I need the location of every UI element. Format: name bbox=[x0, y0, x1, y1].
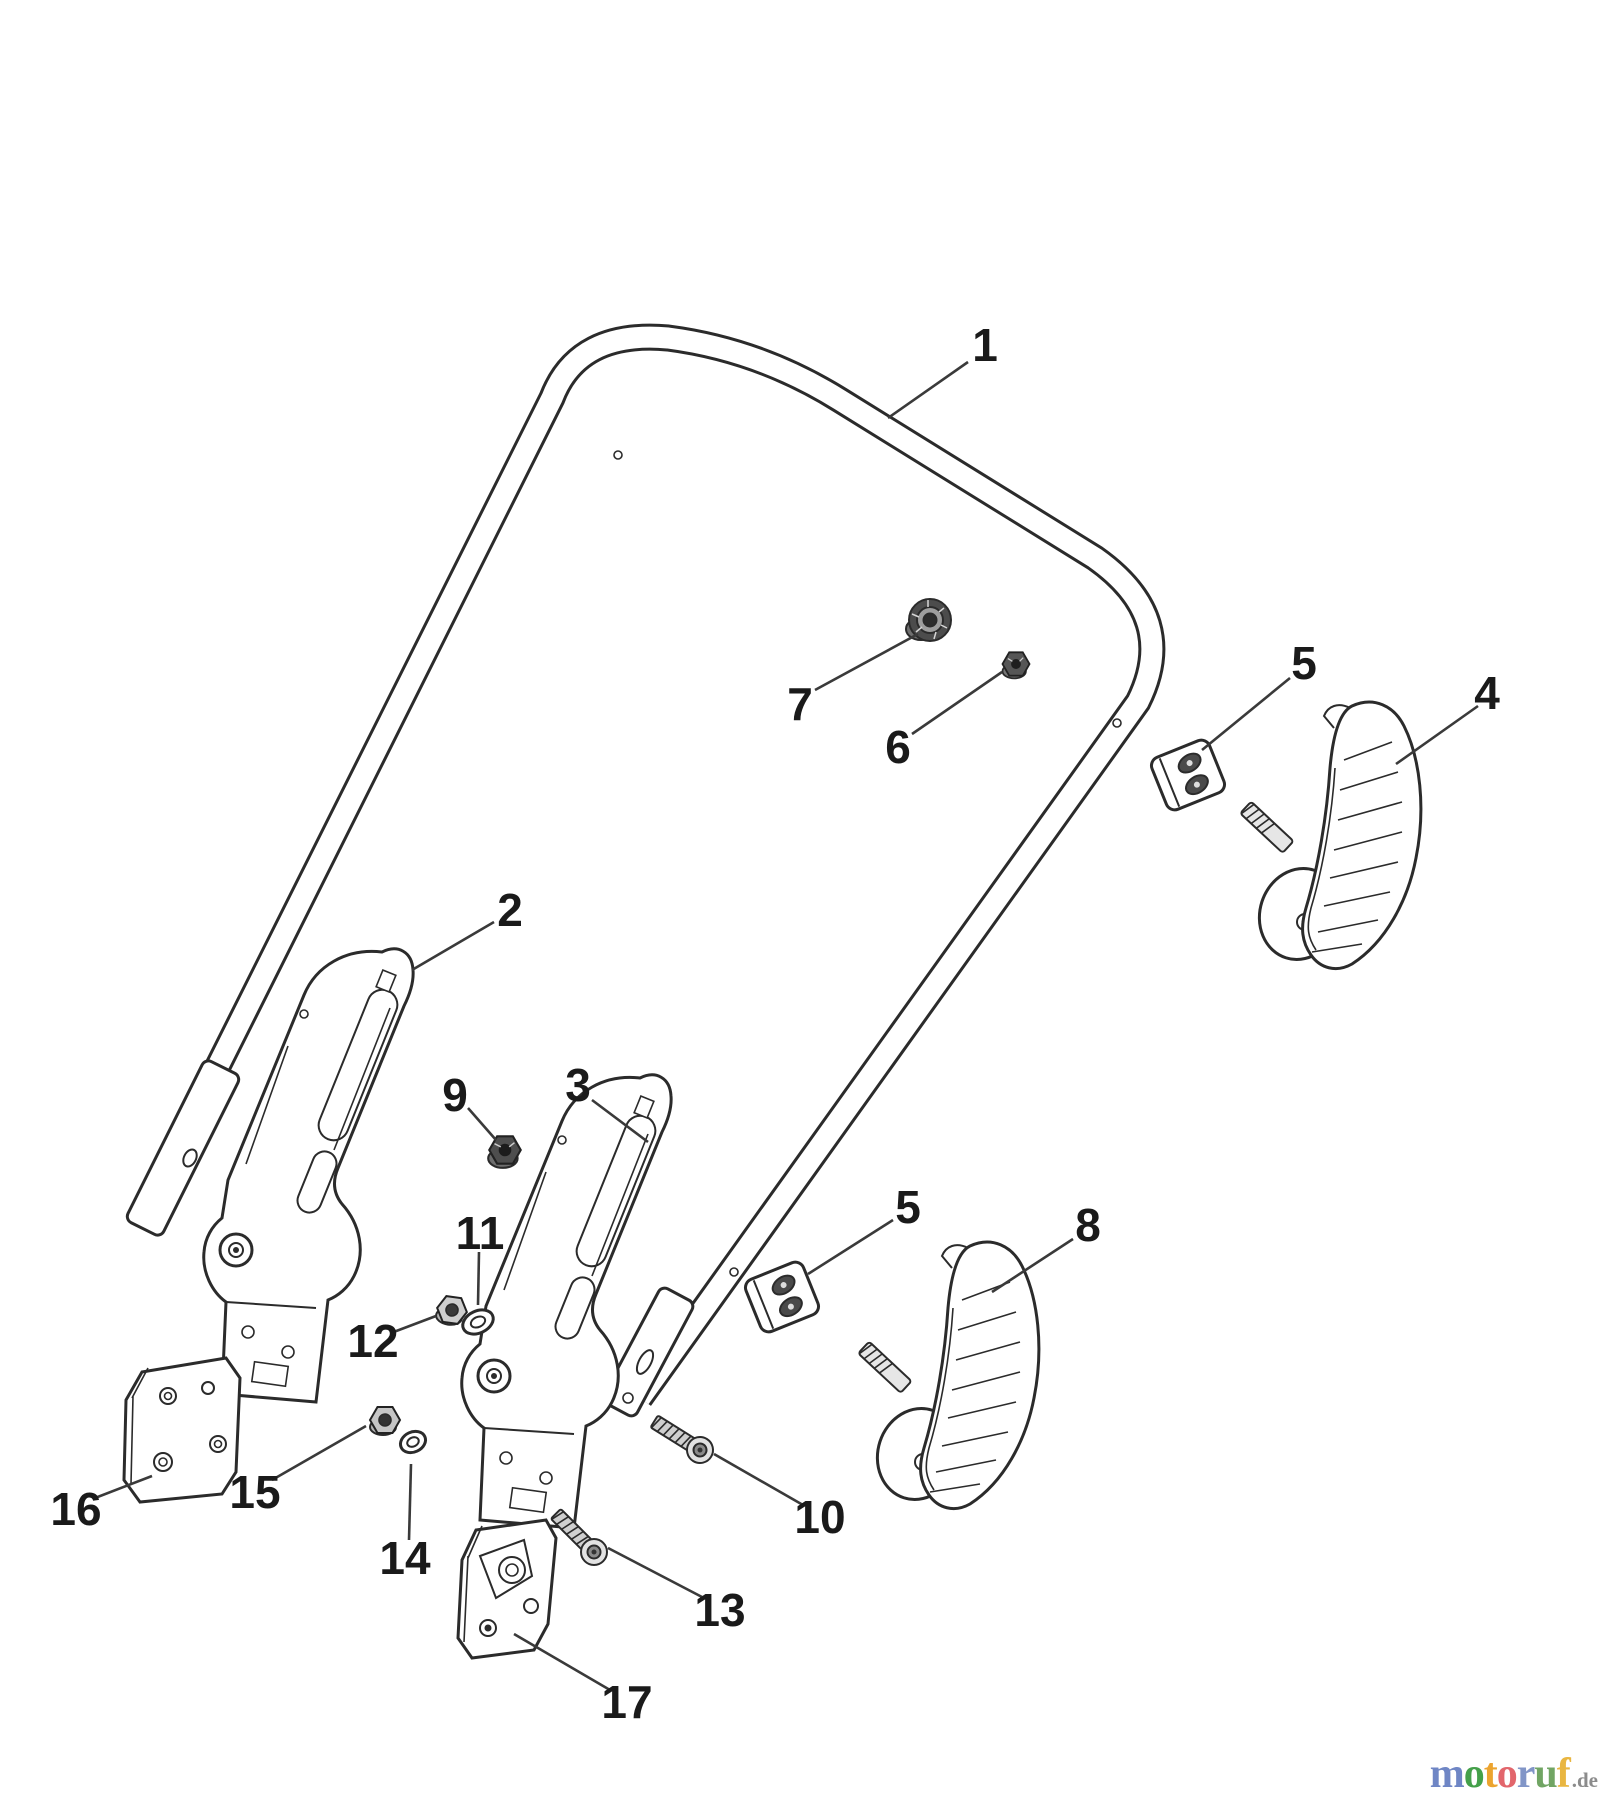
watermark-letter: u bbox=[1534, 1751, 1557, 1797]
watermark-logo: motoruf.de bbox=[1430, 1750, 1598, 1798]
part-label-4: 4 bbox=[1474, 667, 1500, 719]
leader-line-2 bbox=[411, 920, 495, 972]
clamp-block-upper bbox=[1147, 735, 1229, 815]
part-label-14: 14 bbox=[379, 1532, 431, 1584]
flange-nut-mid bbox=[487, 1135, 522, 1169]
tube-hole bbox=[729, 1267, 739, 1277]
part-label-3: 3 bbox=[565, 1059, 591, 1111]
watermark-letter: o bbox=[1496, 1751, 1518, 1797]
watermark-word: motoruf bbox=[1429, 1751, 1571, 1797]
watermark-suffix: .de bbox=[1571, 1768, 1598, 1792]
watermark-letter: t bbox=[1483, 1751, 1498, 1797]
part-label-8: 8 bbox=[1075, 1199, 1101, 1251]
flange-lock-nut-large bbox=[905, 598, 952, 642]
part-label-17: 17 bbox=[601, 1676, 652, 1728]
hex-nut-upper bbox=[434, 1294, 470, 1326]
leader-line-5b bbox=[807, 1218, 894, 1276]
leader-line-15 bbox=[271, 1424, 367, 1482]
mounting-plate-right bbox=[456, 1518, 558, 1660]
watermark-letter: r bbox=[1516, 1751, 1536, 1797]
part-label-13: 13 bbox=[694, 1584, 745, 1636]
watermark-letter: f bbox=[1556, 1751, 1571, 1797]
leader-line-1 bbox=[887, 360, 969, 420]
part-label-5a: 5 bbox=[1291, 637, 1317, 689]
flange-nut-small bbox=[1001, 651, 1031, 680]
clamp-block-lower bbox=[741, 1257, 823, 1337]
watermark-letter: m bbox=[1429, 1751, 1465, 1797]
leader-line-4 bbox=[1395, 704, 1479, 766]
leader-line-10 bbox=[713, 1452, 804, 1507]
part-label-2: 2 bbox=[497, 884, 523, 936]
part-label-6: 6 bbox=[885, 721, 911, 773]
part-label-5b: 5 bbox=[895, 1181, 921, 1233]
part-label-10: 10 bbox=[794, 1491, 845, 1543]
screw-upper bbox=[646, 1409, 719, 1469]
leader-line-9 bbox=[467, 1107, 497, 1141]
tube-hole bbox=[1112, 718, 1122, 728]
leader-line-14 bbox=[407, 1463, 413, 1541]
cam-lever-lower bbox=[856, 1240, 1041, 1512]
washer-lower bbox=[398, 1429, 428, 1455]
part-label-9: 9 bbox=[442, 1069, 468, 1121]
hex-nut-lower bbox=[369, 1406, 401, 1436]
leader-line-3 bbox=[591, 1098, 649, 1144]
tube-end-cap-left bbox=[125, 1059, 241, 1237]
tube-hole bbox=[613, 450, 623, 460]
leader-line-11 bbox=[476, 1251, 481, 1306]
part-label-1: 1 bbox=[972, 319, 998, 371]
part-label-15: 15 bbox=[229, 1466, 280, 1518]
leader-line-12 bbox=[390, 1314, 437, 1335]
tube-end-cap-right bbox=[601, 1286, 695, 1418]
leader-line-7 bbox=[814, 632, 919, 692]
part-label-7: 7 bbox=[787, 678, 813, 730]
handle-tube bbox=[125, 323, 1166, 1418]
leader-line-17 bbox=[513, 1632, 611, 1692]
watermark-letter: o bbox=[1463, 1751, 1485, 1797]
washer-upper bbox=[461, 1308, 495, 1336]
part-label-12: 12 bbox=[347, 1315, 398, 1367]
leader-line-5a bbox=[1201, 676, 1291, 752]
leader-line-8 bbox=[991, 1237, 1074, 1294]
leader-line-16 bbox=[94, 1474, 153, 1500]
mounting-plate-left bbox=[122, 1356, 242, 1504]
part-label-11: 11 bbox=[456, 1207, 505, 1259]
leader-line-13 bbox=[607, 1546, 703, 1599]
part-label-16: 16 bbox=[50, 1483, 101, 1535]
cam-lever-upper bbox=[1238, 700, 1423, 972]
leader-line-6 bbox=[911, 670, 1003, 736]
